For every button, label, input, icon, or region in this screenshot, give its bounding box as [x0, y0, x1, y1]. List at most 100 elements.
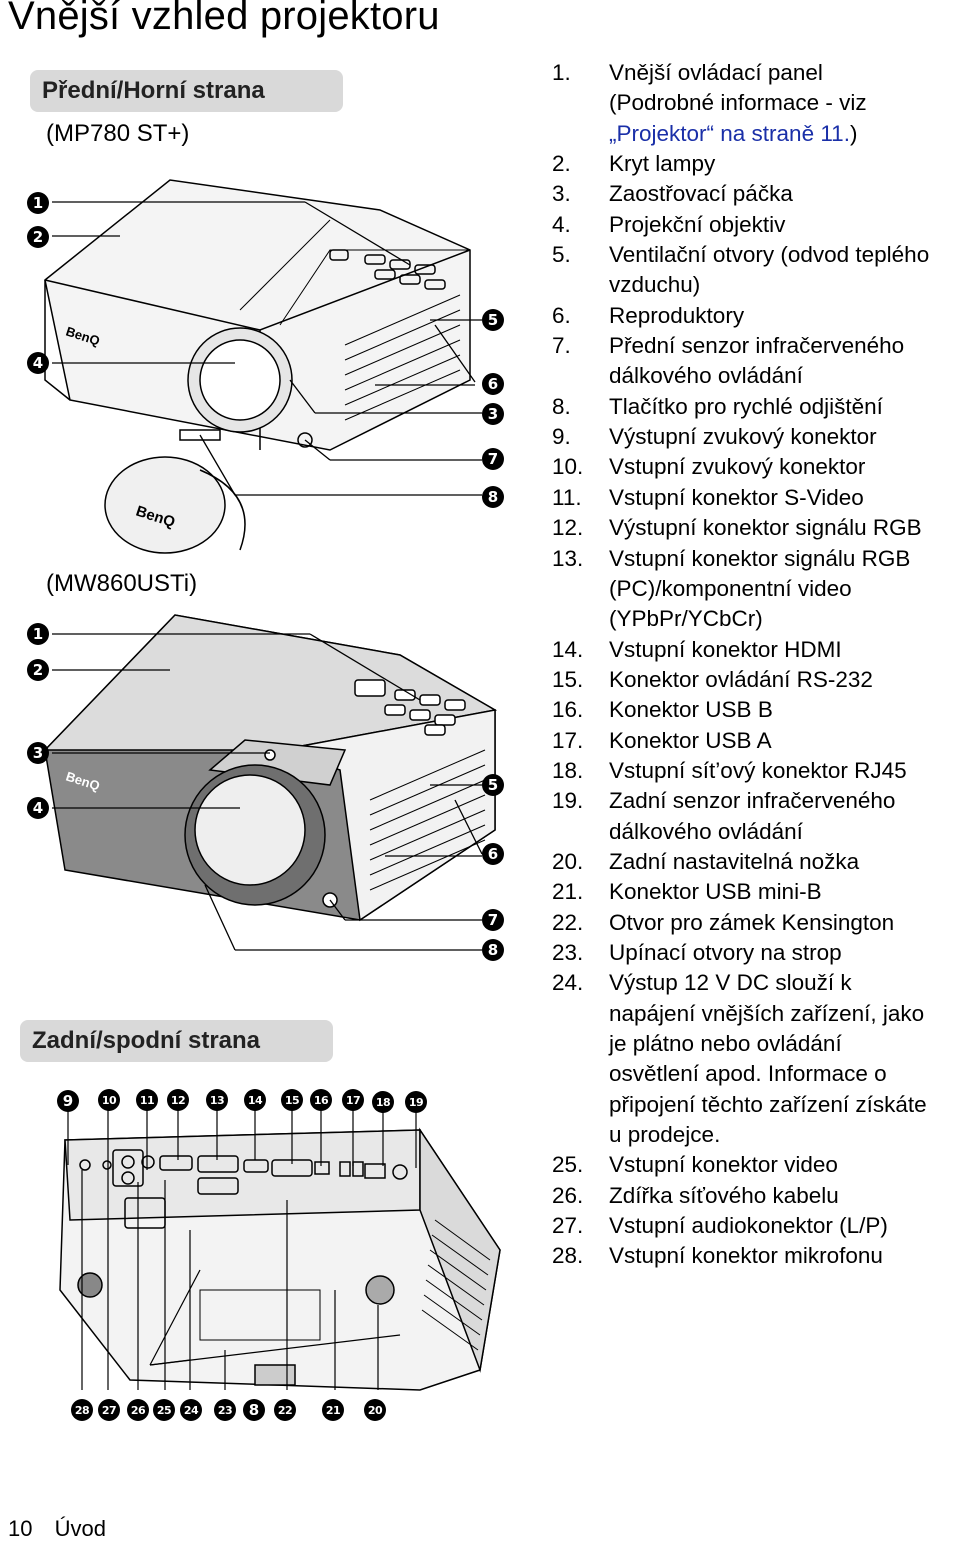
list-item: 1. Vnější ovládací panel — [552, 58, 960, 88]
list-item-text: Konektor USB mini-B — [609, 879, 822, 905]
list-item-number: 11. — [552, 484, 582, 510]
list-item: 14.Vstupní konektor HDMI — [552, 635, 960, 665]
list-item-number: 1. — [552, 60, 571, 85]
list-item-text: Konektor USB A — [609, 727, 772, 753]
list-item-number — [552, 1090, 609, 1120]
callout-28: 28 — [71, 1399, 93, 1421]
callout-13: 13 — [206, 1089, 228, 1111]
list-item: 28. Vstupní konektor mikrofonu — [552, 1241, 960, 1271]
list-item: 3.Zaostřovací páčka — [552, 179, 960, 209]
list-item-number — [552, 604, 609, 634]
list-item-text: u prodejce. — [609, 1122, 721, 1148]
list-item-number — [552, 270, 609, 300]
page-number: 10 — [8, 1516, 33, 1541]
projector-page-link[interactable]: „Projektor“ na straně 11. — [609, 120, 850, 146]
callout-20: 20 — [364, 1399, 386, 1421]
list-item-number: 3. — [552, 181, 571, 207]
list-item-number: 12. — [552, 515, 584, 541]
list-item-text: připojení těchto zařízení získáte — [609, 1091, 927, 1117]
callout-3: 3 — [27, 742, 49, 764]
list-item-text: dálkového ovládání — [609, 363, 803, 389]
list-item: 19.Zadní senzor infračerveného — [552, 786, 960, 816]
list-item-number — [552, 999, 609, 1029]
list-item: 15.Konektor ovládání RS-232 — [552, 665, 960, 695]
callout-16: 16 — [310, 1089, 332, 1111]
list-item-text: napájení vnějších zařízení, jako — [609, 1000, 925, 1026]
list-item-number: 6. — [552, 302, 571, 328]
list-item-number: 21. — [552, 879, 584, 905]
list-item: u prodejce. — [552, 1120, 960, 1150]
list-item-number: 7. — [552, 333, 571, 359]
callout-18: 18 — [372, 1091, 394, 1113]
list-item-text: Vstupní konektor signálu RGB — [609, 545, 911, 571]
list-item: (Podrobné informace - viz — [552, 88, 960, 118]
list-item-number: 28. — [552, 1243, 584, 1269]
list-item-text: Vstupní konektor mikrofonu — [609, 1243, 883, 1269]
list-item-number: 26. — [552, 1182, 584, 1208]
list-item: 22. Otvor pro zámek Kensington — [552, 908, 960, 938]
list-item-number: 2. — [552, 151, 571, 177]
list-item: osvětlení apod. Informace o — [552, 1059, 960, 1089]
list-item-number: 8. — [552, 393, 571, 419]
callout-8: 8 — [243, 1399, 265, 1421]
list-item-text: Kryt lampy — [609, 151, 716, 177]
list-item: 7.Přední senzor infračerveného — [552, 331, 960, 361]
list-item: připojení těchto zařízení získáte — [552, 1090, 960, 1120]
projector-front-illustration-1: BenQ BenQ — [44, 179, 482, 554]
callout-21: 21 — [322, 1399, 344, 1421]
callout-2: 2 — [27, 659, 49, 681]
callout-27: 27 — [98, 1399, 120, 1421]
model-label-mw860: (MW860USTi) — [46, 570, 198, 597]
chapter-name: Úvod — [54, 1516, 106, 1541]
list-item-text: vzduchu) — [609, 272, 701, 298]
list-item-text: Vstupní konektor video — [609, 1152, 838, 1178]
list-item-text: osvětlení apod. Informace o — [609, 1061, 887, 1087]
list-item: 27. Vstupní audiokonektor (L/P) — [552, 1211, 960, 1241]
callout-1: 1 — [27, 623, 49, 645]
list-item-number: 19. — [552, 788, 584, 814]
list-item: (PC)/komponentní video — [552, 574, 960, 604]
list-item-number: 14. — [552, 636, 584, 662]
callout-4: 4 — [27, 797, 49, 819]
list-item-text: (Podrobné informace - viz — [609, 90, 867, 116]
list-item-number — [552, 574, 609, 604]
list-item: 8. Tlačítko pro rychlé odjištění — [552, 392, 960, 422]
callout-8: 8 — [482, 939, 504, 961]
list-item: 11.Vstupní konektor S-Video — [552, 483, 960, 513]
list-item: 17. Konektor USB A — [552, 726, 960, 756]
list-item-number: 4. — [552, 211, 571, 237]
list-item-text: Vstupní audiokonektor (L/P) — [609, 1213, 888, 1239]
list-item-text: (YPbPr/YCbCr) — [609, 606, 763, 632]
link-suffix: ) — [849, 120, 858, 146]
projector-front-illustration-2: BenQ — [43, 614, 498, 951]
callout-3: 3 — [482, 403, 504, 425]
list-item-number: 16. — [552, 697, 584, 723]
list-item-text: Vnější ovládací panel — [609, 60, 823, 85]
list-item-number: 22. — [552, 909, 584, 935]
callout-11: 11 — [136, 1089, 158, 1111]
list-item-text: Tlačítko pro rychlé odjištění — [609, 393, 883, 419]
callout-5: 5 — [482, 309, 504, 331]
list-item-number: 15. — [552, 666, 584, 692]
list-item: 16.Konektor USB B — [552, 695, 960, 725]
list-item: napájení vnějších zařízení, jako — [552, 999, 960, 1029]
list-item: 13. Vstupní konektor signálu RGB — [552, 544, 960, 574]
list-item: 6.Reproduktory — [552, 301, 960, 331]
callout-7: 7 — [482, 909, 504, 931]
page-title: Vnější vzhled projektoru — [8, 0, 440, 38]
list-item-number: 17. — [552, 727, 584, 753]
callout-6: 6 — [482, 843, 504, 865]
list-item-text: Otvor pro zámek Kensington — [609, 909, 895, 935]
callout-7: 7 — [482, 448, 504, 470]
list-item: „Projektor“ na straně 11.) — [552, 119, 960, 149]
projector-rear-illustration — [59, 1110, 501, 1391]
callout-15: 15 — [281, 1089, 303, 1111]
callout-6: 6 — [482, 373, 504, 395]
callout-26: 26 — [127, 1399, 149, 1421]
list-item-number: 18. — [552, 757, 584, 783]
list-item-number: 27. — [552, 1213, 584, 1239]
parts-list: 1. Vnější ovládací panel (Podrobné informa… — [552, 58, 960, 1272]
list-item-text: (PC)/komponentní video — [609, 575, 852, 601]
list-item-text: Zdířka síťového kabelu — [609, 1182, 839, 1208]
list-item-number: 13. — [552, 545, 584, 571]
